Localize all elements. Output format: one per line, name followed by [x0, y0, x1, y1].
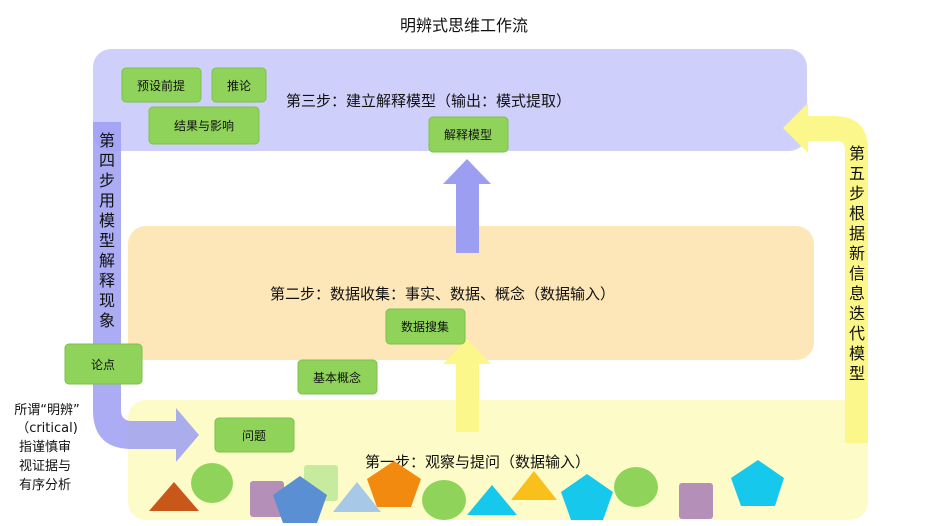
svg-text:型: 型	[849, 364, 865, 383]
svg-text:数据搜集: 数据搜集	[401, 319, 449, 334]
inference-box: 推论	[211, 67, 267, 103]
svg-text:迭: 迭	[849, 304, 865, 323]
green-circle	[422, 480, 466, 520]
brown-triangle	[149, 482, 199, 511]
cyan-triangle	[467, 485, 517, 515]
argument-box: 论点	[64, 343, 143, 385]
svg-text:模: 模	[849, 344, 865, 363]
svg-text:解释模型: 解释模型	[444, 128, 492, 142]
presupposition-box: 预设前提	[121, 67, 202, 103]
svg-text:息: 息	[849, 284, 865, 303]
svg-text:释: 释	[99, 271, 115, 290]
svg-text:五: 五	[849, 164, 865, 183]
step1-label: 第一步：观察与提问（数据输入）	[365, 453, 590, 471]
svg-text:视证据与: 视证据与	[19, 459, 71, 474]
critical-note: 所谓“明辨” （critical) 指谨慎审 视证据与 有序分析	[14, 403, 79, 493]
step2-layer	[128, 226, 814, 360]
cyan-pentagon	[561, 474, 613, 520]
svg-text:（critical): （critical)	[16, 421, 78, 436]
svg-text:根: 根	[849, 204, 865, 223]
step5-vertical-label: 第 五 步 根 据 新 信 息 迭 代 模 型	[849, 144, 865, 383]
svg-text:代: 代	[849, 324, 865, 343]
svg-text:步: 步	[849, 184, 865, 203]
svg-text:象: 象	[99, 311, 115, 330]
yellow-triangle	[511, 471, 557, 500]
step2-label: 第二步：数据收集：事实、数据、概念（数据输入）	[270, 285, 615, 303]
green-circle	[191, 463, 233, 503]
svg-text:四: 四	[99, 151, 115, 170]
basic-concepts-box: 基本概念	[297, 359, 378, 395]
svg-text:新: 新	[849, 244, 865, 263]
step3-layer	[93, 49, 807, 151]
cyan-pentagon	[731, 460, 784, 506]
purple-square	[250, 481, 284, 517]
orange-pentagon	[367, 461, 421, 507]
decorative-shapes	[149, 460, 784, 523]
svg-text:步: 步	[99, 171, 115, 190]
up-arrow-step2-to-step3	[443, 159, 491, 253]
light-blue-triangle	[333, 482, 381, 512]
step3-label: 第三步：建立解释模型（输出：模式提取）	[286, 92, 571, 110]
svg-text:型: 型	[99, 231, 115, 250]
svg-text:第: 第	[99, 131, 115, 150]
svg-text:信: 信	[849, 264, 865, 283]
svg-text:用: 用	[99, 191, 115, 210]
consequences-box: 结果与影响	[148, 106, 260, 145]
svg-text:基本概念: 基本概念	[313, 370, 361, 385]
svg-text:所谓“明辨”: 所谓“明辨”	[14, 403, 79, 418]
svg-text:指谨慎审: 指谨慎审	[19, 440, 71, 455]
blue-pentagon	[273, 476, 327, 523]
model-box: 解释模型	[428, 116, 509, 153]
svg-text:有序分析: 有序分析	[19, 478, 71, 493]
svg-text:预设前提: 预设前提	[137, 78, 185, 93]
svg-text:据: 据	[849, 224, 865, 243]
svg-text:解: 解	[99, 251, 115, 270]
svg-text:推论: 推论	[227, 79, 251, 93]
svg-text:问题: 问题	[242, 429, 266, 443]
diagram-title: 明辨式思维工作流	[400, 16, 528, 35]
svg-text:结果与影响: 结果与影响	[174, 118, 234, 133]
step5-arrow	[783, 103, 868, 443]
purple-square	[679, 483, 713, 519]
svg-text:现: 现	[99, 291, 115, 310]
green-circle	[614, 467, 658, 507]
svg-text:第: 第	[849, 144, 865, 163]
up-arrow-step1-to-step2	[443, 339, 491, 432]
question-box: 问题	[214, 417, 295, 453]
step4-vertical-label: 第 四 步 用 模 型 解 释 现 象	[99, 131, 115, 330]
data-collection-box: 数据搜集	[385, 308, 466, 345]
svg-text:论点: 论点	[91, 358, 115, 372]
svg-text:模: 模	[99, 211, 115, 230]
